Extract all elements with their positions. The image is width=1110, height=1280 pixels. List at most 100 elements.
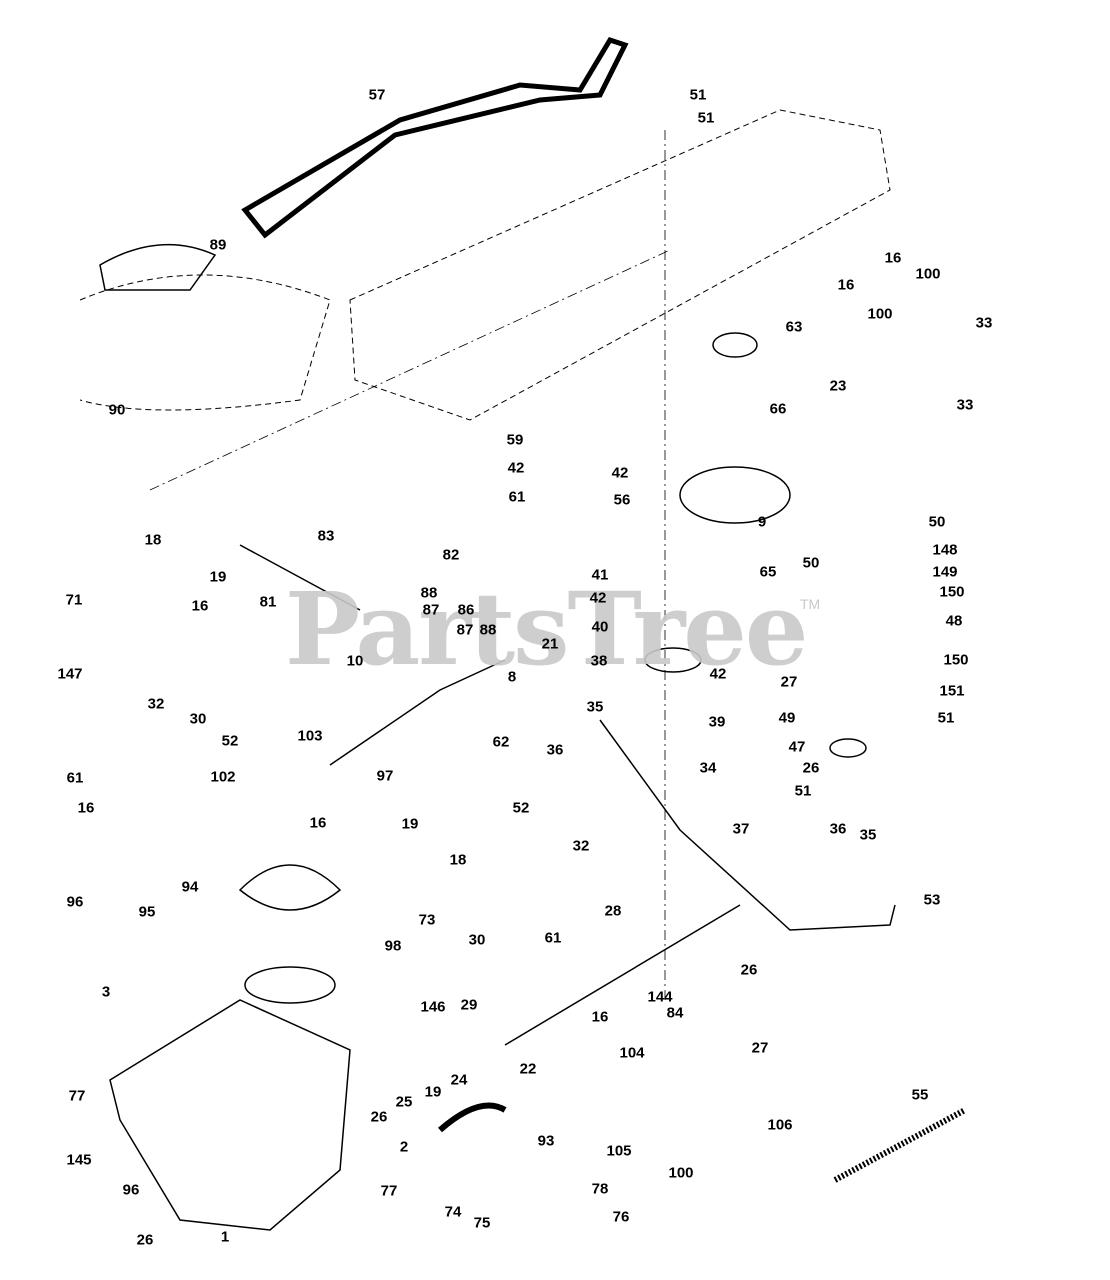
callout-35: 35 — [859, 826, 877, 844]
callout-34: 34 — [699, 759, 717, 777]
callout-16: 16 — [884, 249, 902, 267]
callout-22: 22 — [519, 1060, 537, 1078]
callout-10: 10 — [346, 652, 364, 670]
callout-83: 83 — [317, 527, 335, 545]
callout-16: 16 — [77, 799, 95, 817]
callout-19: 19 — [209, 568, 227, 586]
callout-40: 40 — [591, 618, 609, 636]
callout-33: 33 — [956, 396, 974, 414]
callout-151: 151 — [939, 682, 965, 700]
callout-104: 104 — [619, 1044, 645, 1062]
callout-81: 81 — [259, 593, 277, 611]
callout-95: 95 — [138, 903, 156, 921]
callout-30: 30 — [189, 710, 207, 728]
callout-48: 48 — [945, 612, 963, 630]
callout-63: 63 — [785, 318, 803, 336]
callout-23: 23 — [829, 377, 847, 395]
callout-146: 146 — [420, 998, 446, 1016]
callout-39: 39 — [708, 713, 726, 731]
callout-75: 75 — [473, 1214, 491, 1232]
callout-105: 105 — [606, 1142, 632, 1160]
callout-51: 51 — [689, 86, 707, 104]
callout-149: 149 — [932, 563, 958, 581]
callout-35: 35 — [586, 698, 604, 716]
callout-42: 42 — [589, 589, 607, 607]
callout-16: 16 — [591, 1008, 609, 1026]
callout-147: 147 — [57, 665, 83, 683]
spring — [833, 1107, 967, 1183]
callout-29: 29 — [460, 996, 478, 1014]
callout-26: 26 — [136, 1231, 154, 1249]
callout-74: 74 — [444, 1203, 462, 1221]
callout-61: 61 — [544, 929, 562, 947]
transaxle-pulley — [244, 966, 336, 1004]
callout-98: 98 — [384, 937, 402, 955]
callout-93: 93 — [537, 1132, 555, 1150]
callout-61: 61 — [508, 488, 526, 506]
callout-77: 77 — [68, 1087, 86, 1105]
clutch-rod — [329, 659, 506, 766]
callout-96: 96 — [122, 1181, 140, 1199]
callout-55: 55 — [911, 1086, 929, 1104]
control-rod — [504, 904, 741, 1046]
callout-66: 66 — [769, 400, 787, 418]
callout-61: 61 — [66, 769, 84, 787]
callout-28: 28 — [604, 902, 622, 920]
callout-89: 89 — [209, 236, 227, 254]
drive-belt — [241, 36, 629, 239]
axis-line — [149, 249, 671, 491]
callout-51: 51 — [794, 782, 812, 800]
callout-87: 87 — [422, 601, 440, 619]
callout-144: 144 — [647, 988, 673, 1006]
callout-30: 30 — [468, 931, 486, 949]
callout-26: 26 — [370, 1108, 388, 1126]
callout-87: 87 — [456, 621, 474, 639]
callout-32: 32 — [572, 837, 590, 855]
callout-52: 52 — [512, 799, 530, 817]
callout-150: 150 — [943, 651, 969, 669]
callout-16: 16 — [309, 814, 327, 832]
callout-24: 24 — [450, 1071, 468, 1089]
callout-9: 9 — [757, 513, 767, 531]
callout-42: 42 — [709, 665, 727, 683]
callout-150: 150 — [939, 583, 965, 601]
shift-cover — [99, 243, 217, 291]
clutch — [679, 466, 791, 524]
callout-36: 36 — [546, 741, 564, 759]
callout-51: 51 — [937, 709, 955, 727]
callout-51: 51 — [697, 109, 715, 127]
callout-88: 88 — [479, 621, 497, 639]
callout-96: 96 — [66, 893, 84, 911]
callout-16: 16 — [191, 597, 209, 615]
callout-62: 62 — [492, 733, 510, 751]
frame-outline — [349, 109, 891, 421]
watermark: PartsTree — [285, 570, 809, 688]
callout-50: 50 — [928, 513, 946, 531]
hose — [438, 1102, 507, 1133]
callout-18: 18 — [449, 851, 467, 869]
idler-pulley-2 — [829, 738, 867, 758]
callout-84: 84 — [666, 1004, 684, 1022]
callout-148: 148 — [932, 541, 958, 559]
callout-86: 86 — [457, 601, 475, 619]
callout-1: 1 — [220, 1228, 230, 1246]
callout-2: 2 — [399, 1138, 409, 1156]
linkage-rod — [599, 719, 896, 931]
callout-49: 49 — [778, 709, 796, 727]
callout-73: 73 — [418, 911, 436, 929]
callout-145: 145 — [66, 1151, 92, 1169]
callout-42: 42 — [507, 459, 525, 477]
callout-102: 102 — [210, 768, 236, 786]
callout-25: 25 — [395, 1093, 413, 1111]
callout-82: 82 — [442, 546, 460, 564]
callout-100: 100 — [668, 1164, 694, 1182]
transaxle — [109, 999, 351, 1231]
callout-100: 100 — [867, 305, 893, 323]
shift-rod — [239, 544, 361, 611]
callout-50: 50 — [802, 554, 820, 572]
callout-47: 47 — [788, 738, 806, 756]
callout-76: 76 — [612, 1208, 630, 1226]
callout-41: 41 — [591, 566, 609, 584]
watermark-trademark: TM — [800, 596, 821, 612]
